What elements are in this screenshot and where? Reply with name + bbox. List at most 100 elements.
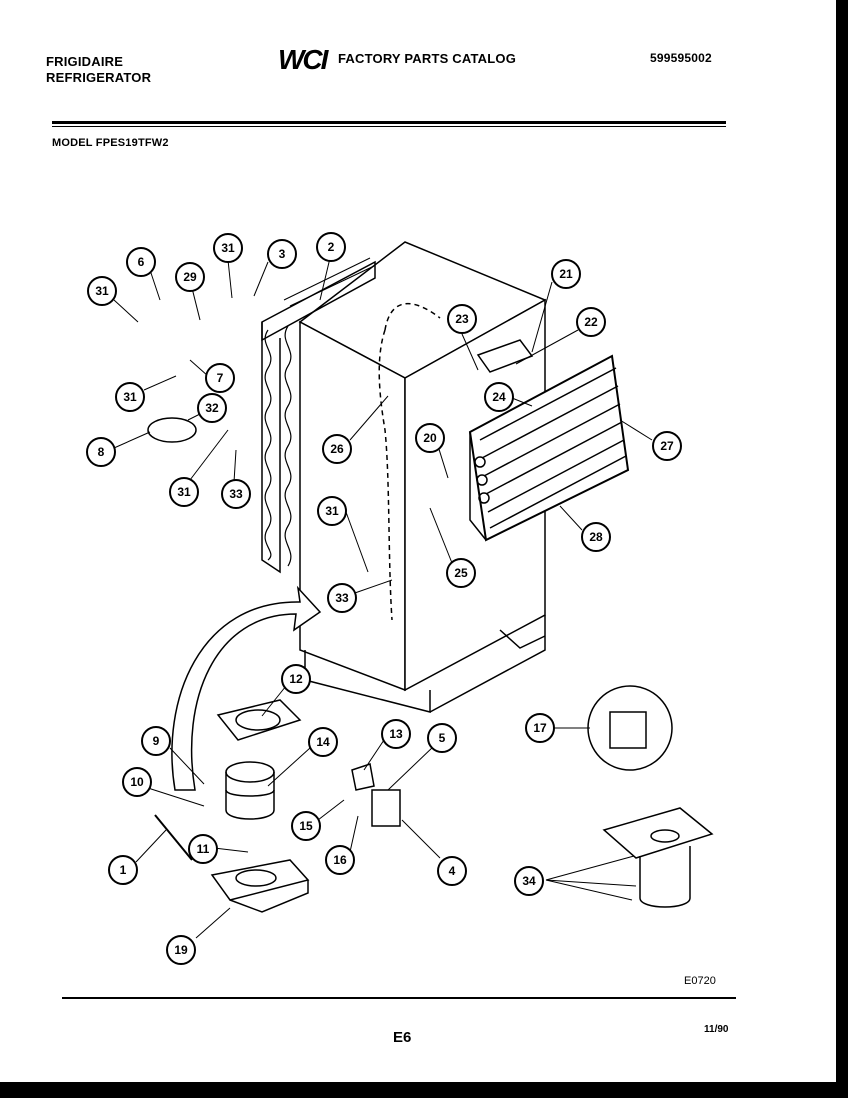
compressor xyxy=(225,761,275,820)
callout-33: 33 xyxy=(327,583,357,613)
callout-label: 1 xyxy=(120,863,127,877)
callout-label: 6 xyxy=(138,255,145,269)
callout-2: 2 xyxy=(316,232,346,262)
callout-28: 28 xyxy=(581,522,611,552)
drain-tube xyxy=(378,329,393,621)
callout-label: 12 xyxy=(289,672,303,686)
callout-label: 17 xyxy=(533,721,547,735)
callout-14: 14 xyxy=(308,727,338,757)
callout-label: 3 xyxy=(279,247,286,261)
scan-border-bottom xyxy=(0,1082,848,1098)
callout-26: 26 xyxy=(322,434,352,464)
alternate-compressor xyxy=(602,807,714,908)
brand-block: FRIGIDAIRE REFRIGERATOR xyxy=(46,54,151,86)
figure-code: E0720 xyxy=(684,975,716,987)
callout-label: 20 xyxy=(423,431,437,445)
part-number: 599595002 xyxy=(650,51,712,65)
callout-3: 3 xyxy=(267,239,297,269)
base-rail xyxy=(154,814,193,861)
callout-label: 5 xyxy=(439,731,446,745)
brand-name: FRIGIDAIRE xyxy=(46,54,124,69)
catalog-title: FACTORY PARTS CATALOG xyxy=(338,51,517,66)
callout-label: 31 xyxy=(123,390,137,404)
callout-label: 28 xyxy=(589,530,603,544)
callout-label: 10 xyxy=(130,775,144,789)
callout-label: 27 xyxy=(660,439,674,453)
callout-19: 19 xyxy=(166,935,196,965)
callout-label: 29 xyxy=(183,270,197,284)
callout-34: 34 xyxy=(514,866,544,896)
callout-13: 13 xyxy=(381,719,411,749)
header-rule xyxy=(52,121,726,124)
compressor-pad xyxy=(216,699,302,741)
wci-logo: WCI xyxy=(278,44,332,74)
revision-date: 11/90 xyxy=(704,1024,729,1035)
callout-9: 9 xyxy=(141,726,171,756)
callout-label: 23 xyxy=(455,312,469,326)
callout-label: 33 xyxy=(229,487,243,501)
callout-17: 17 xyxy=(525,713,555,743)
evaporator-cover xyxy=(476,339,534,373)
callout-label: 31 xyxy=(177,485,191,499)
callout-label: 22 xyxy=(584,315,598,329)
callout-8: 8 xyxy=(86,437,116,467)
callout-label: 34 xyxy=(522,874,536,888)
footer-rule xyxy=(62,997,736,999)
callout-25: 25 xyxy=(446,558,476,588)
callout-label: 31 xyxy=(221,241,235,255)
scan-border-right xyxy=(836,0,848,1098)
callout-33: 33 xyxy=(221,479,251,509)
callout-15: 15 xyxy=(291,811,321,841)
callout-label: 19 xyxy=(174,943,188,957)
callout-31: 31 xyxy=(317,496,347,526)
callout-12: 12 xyxy=(281,664,311,694)
callout-20: 20 xyxy=(415,423,445,453)
callout-10: 10 xyxy=(122,767,152,797)
evaporator xyxy=(468,354,630,542)
callout-4: 4 xyxy=(437,856,467,886)
callout-label: 14 xyxy=(316,735,330,749)
leader-lines xyxy=(113,257,653,939)
callout-31: 31 xyxy=(115,382,145,412)
callout-label: 2 xyxy=(328,240,335,254)
callout-31: 31 xyxy=(87,276,117,306)
callout-label: 31 xyxy=(95,284,109,298)
condenser-coil xyxy=(261,257,376,574)
callout-label: 13 xyxy=(389,727,403,741)
callout-11: 11 xyxy=(188,834,218,864)
callout-label: 31 xyxy=(325,504,339,518)
callout-32: 32 xyxy=(197,393,227,423)
callout-21: 21 xyxy=(551,259,581,289)
callout-label: 15 xyxy=(299,819,313,833)
callout-label: 16 xyxy=(333,853,347,867)
callout-27: 27 xyxy=(652,431,682,461)
header-rule-thin xyxy=(52,126,726,127)
callout-6: 6 xyxy=(126,247,156,277)
callout-label: 21 xyxy=(559,267,573,281)
heater-cord xyxy=(147,417,197,443)
callout-7: 7 xyxy=(205,363,235,393)
callout-label: 8 xyxy=(98,445,105,459)
callout-29: 29 xyxy=(175,262,205,292)
page-number: E6 xyxy=(393,1029,412,1046)
overload xyxy=(351,763,375,791)
callout-label: 32 xyxy=(205,401,219,415)
callout-label: 11 xyxy=(197,842,210,856)
callout-31: 31 xyxy=(213,233,243,263)
compressor-bracket xyxy=(210,859,310,901)
callout-23: 23 xyxy=(447,304,477,334)
callout-22: 22 xyxy=(576,307,606,337)
callout-label: 4 xyxy=(449,864,456,878)
callout-label: 25 xyxy=(454,566,468,580)
callout-16: 16 xyxy=(325,845,355,875)
callout-label: 9 xyxy=(153,734,160,748)
callout-5: 5 xyxy=(427,723,457,753)
callout-label: 26 xyxy=(330,442,344,456)
callout-label: 24 xyxy=(492,390,506,404)
callout-label: 7 xyxy=(217,371,224,385)
model-number: MODEL FPES19TFW2 xyxy=(52,137,169,149)
callout-31: 31 xyxy=(169,477,199,507)
callout-1: 1 xyxy=(108,855,138,885)
